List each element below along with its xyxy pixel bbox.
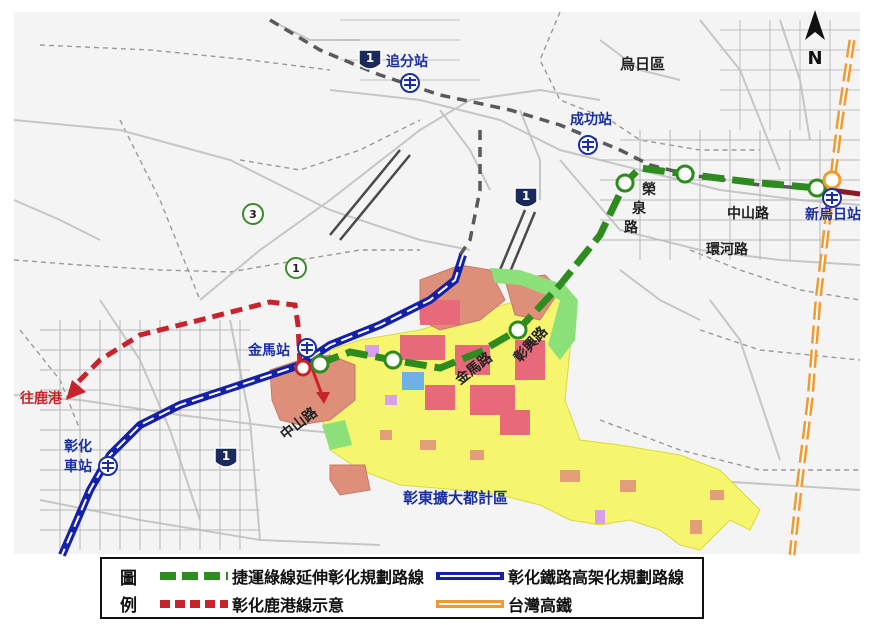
label-huanhe-rd: 環河路 bbox=[706, 241, 749, 258]
legend-label-rail-elevated: 彰化鐵路高架化規劃路線 bbox=[508, 568, 685, 587]
train-icon-jinma bbox=[297, 338, 317, 358]
label-wuri-district: 烏日區 bbox=[620, 55, 665, 73]
urban-blocks-north bbox=[340, 19, 860, 130]
tra-station-icons bbox=[98, 73, 842, 476]
train-icon-chenggong bbox=[578, 135, 598, 155]
hsr-route bbox=[788, 39, 856, 556]
legend-key-top: 圖 bbox=[120, 569, 137, 589]
train-icon-changhua bbox=[98, 456, 118, 476]
label-chenggong-station: 成功站 bbox=[570, 111, 612, 128]
label-plan-area: 彰東擴大都計區 bbox=[403, 489, 508, 507]
label-rongquan-2: 泉 bbox=[632, 200, 647, 217]
label-jinma-station: 金馬站 bbox=[247, 342, 290, 359]
label-zhongshan-rd-east: 中山路 bbox=[727, 205, 770, 222]
mrt-station-5 bbox=[675, 164, 695, 184]
label-zhuifen-station: 追分站 bbox=[386, 53, 428, 70]
zone-institution-purple bbox=[365, 345, 605, 524]
legend-swatch-rail-elevated bbox=[436, 572, 504, 580]
legend-key-bottom: 例 bbox=[120, 596, 137, 616]
urban-blocks-east bbox=[600, 130, 860, 260]
train-icon-xinwuri bbox=[822, 188, 842, 208]
mrt-stations bbox=[310, 164, 827, 374]
north-label: N bbox=[807, 48, 822, 69]
legend-label-mrt-green: 捷運綠線延伸彰化規劃路線 bbox=[232, 568, 425, 587]
legend-swatch-hsr bbox=[436, 600, 504, 608]
prov-highway-shield-1: 1 bbox=[285, 257, 307, 279]
label-rongquan-3: 路 bbox=[624, 219, 639, 236]
mrt-station-rongquan bbox=[615, 173, 635, 193]
freeway-shield-north-number: 1 bbox=[366, 51, 374, 65]
freeway-shield-south-number: 1 bbox=[222, 449, 230, 463]
zone-commercial bbox=[400, 300, 545, 435]
prov-highway-shield-3: 3 bbox=[242, 203, 264, 225]
north-arrow-icon bbox=[805, 10, 825, 40]
jinma-south-arrow-head bbox=[316, 392, 330, 404]
freeway-shield-mid-number: 1 bbox=[522, 189, 530, 203]
zone-park-strip bbox=[490, 268, 578, 360]
zone-scatter bbox=[380, 430, 724, 534]
zone-industrial-south bbox=[329, 464, 371, 496]
land-use-zones bbox=[269, 264, 761, 551]
mrt-station-2 bbox=[383, 350, 403, 370]
label-rongquan-1: 榮 bbox=[642, 181, 656, 198]
label-xinwuri-station: 新烏日站 bbox=[805, 206, 861, 223]
zone-public-blue bbox=[402, 372, 424, 390]
train-icon-zhuifen bbox=[400, 73, 420, 93]
label-changhua-station-1: 彰化 bbox=[64, 438, 92, 455]
freeway-1-route bbox=[269, 18, 831, 256]
lukang-arrow-head bbox=[66, 380, 86, 400]
lukang-line-route bbox=[73, 299, 303, 387]
freeway-shield-mid: 1 bbox=[514, 187, 538, 208]
legend-label-hsr: 台灣高鐵 bbox=[508, 596, 573, 615]
label-to-lukang: 往鹿港 bbox=[20, 390, 63, 407]
freeway-viaducts bbox=[329, 149, 537, 273]
freeway-shield-south: 1 bbox=[214, 447, 238, 468]
jinma-south-arrow bbox=[310, 367, 324, 396]
zone-park-west bbox=[322, 420, 352, 450]
north-arrow: N bbox=[805, 10, 825, 69]
mrt-station-xinwuri bbox=[807, 178, 827, 198]
legend-swatch-mrt-green bbox=[160, 572, 228, 580]
prov-highway-shield-3-number: 3 bbox=[249, 208, 257, 221]
lukang-station-jinma bbox=[294, 359, 312, 377]
legend-label-lukang-line: 彰化鹿港線示意 bbox=[232, 596, 345, 615]
hsr-station-xinwuri bbox=[822, 170, 842, 190]
mrt-station-3 bbox=[508, 320, 528, 340]
urban-blocks-west bbox=[40, 320, 260, 550]
prov-highway-shield-1-number: 1 bbox=[292, 262, 300, 275]
label-changhua-station-2: 車站 bbox=[64, 458, 92, 475]
mrt-station-jinma bbox=[310, 354, 330, 374]
rail-elevated-route bbox=[58, 253, 467, 557]
legend-swatch-lukang-line bbox=[160, 600, 228, 608]
legend: 圖 例 捷運綠線延伸彰化規劃路線 彰化鐵路高架化規劃路線 彰化鹿港線示意 台灣高… bbox=[100, 557, 704, 619]
freeway-shield-north: 1 bbox=[358, 49, 382, 70]
